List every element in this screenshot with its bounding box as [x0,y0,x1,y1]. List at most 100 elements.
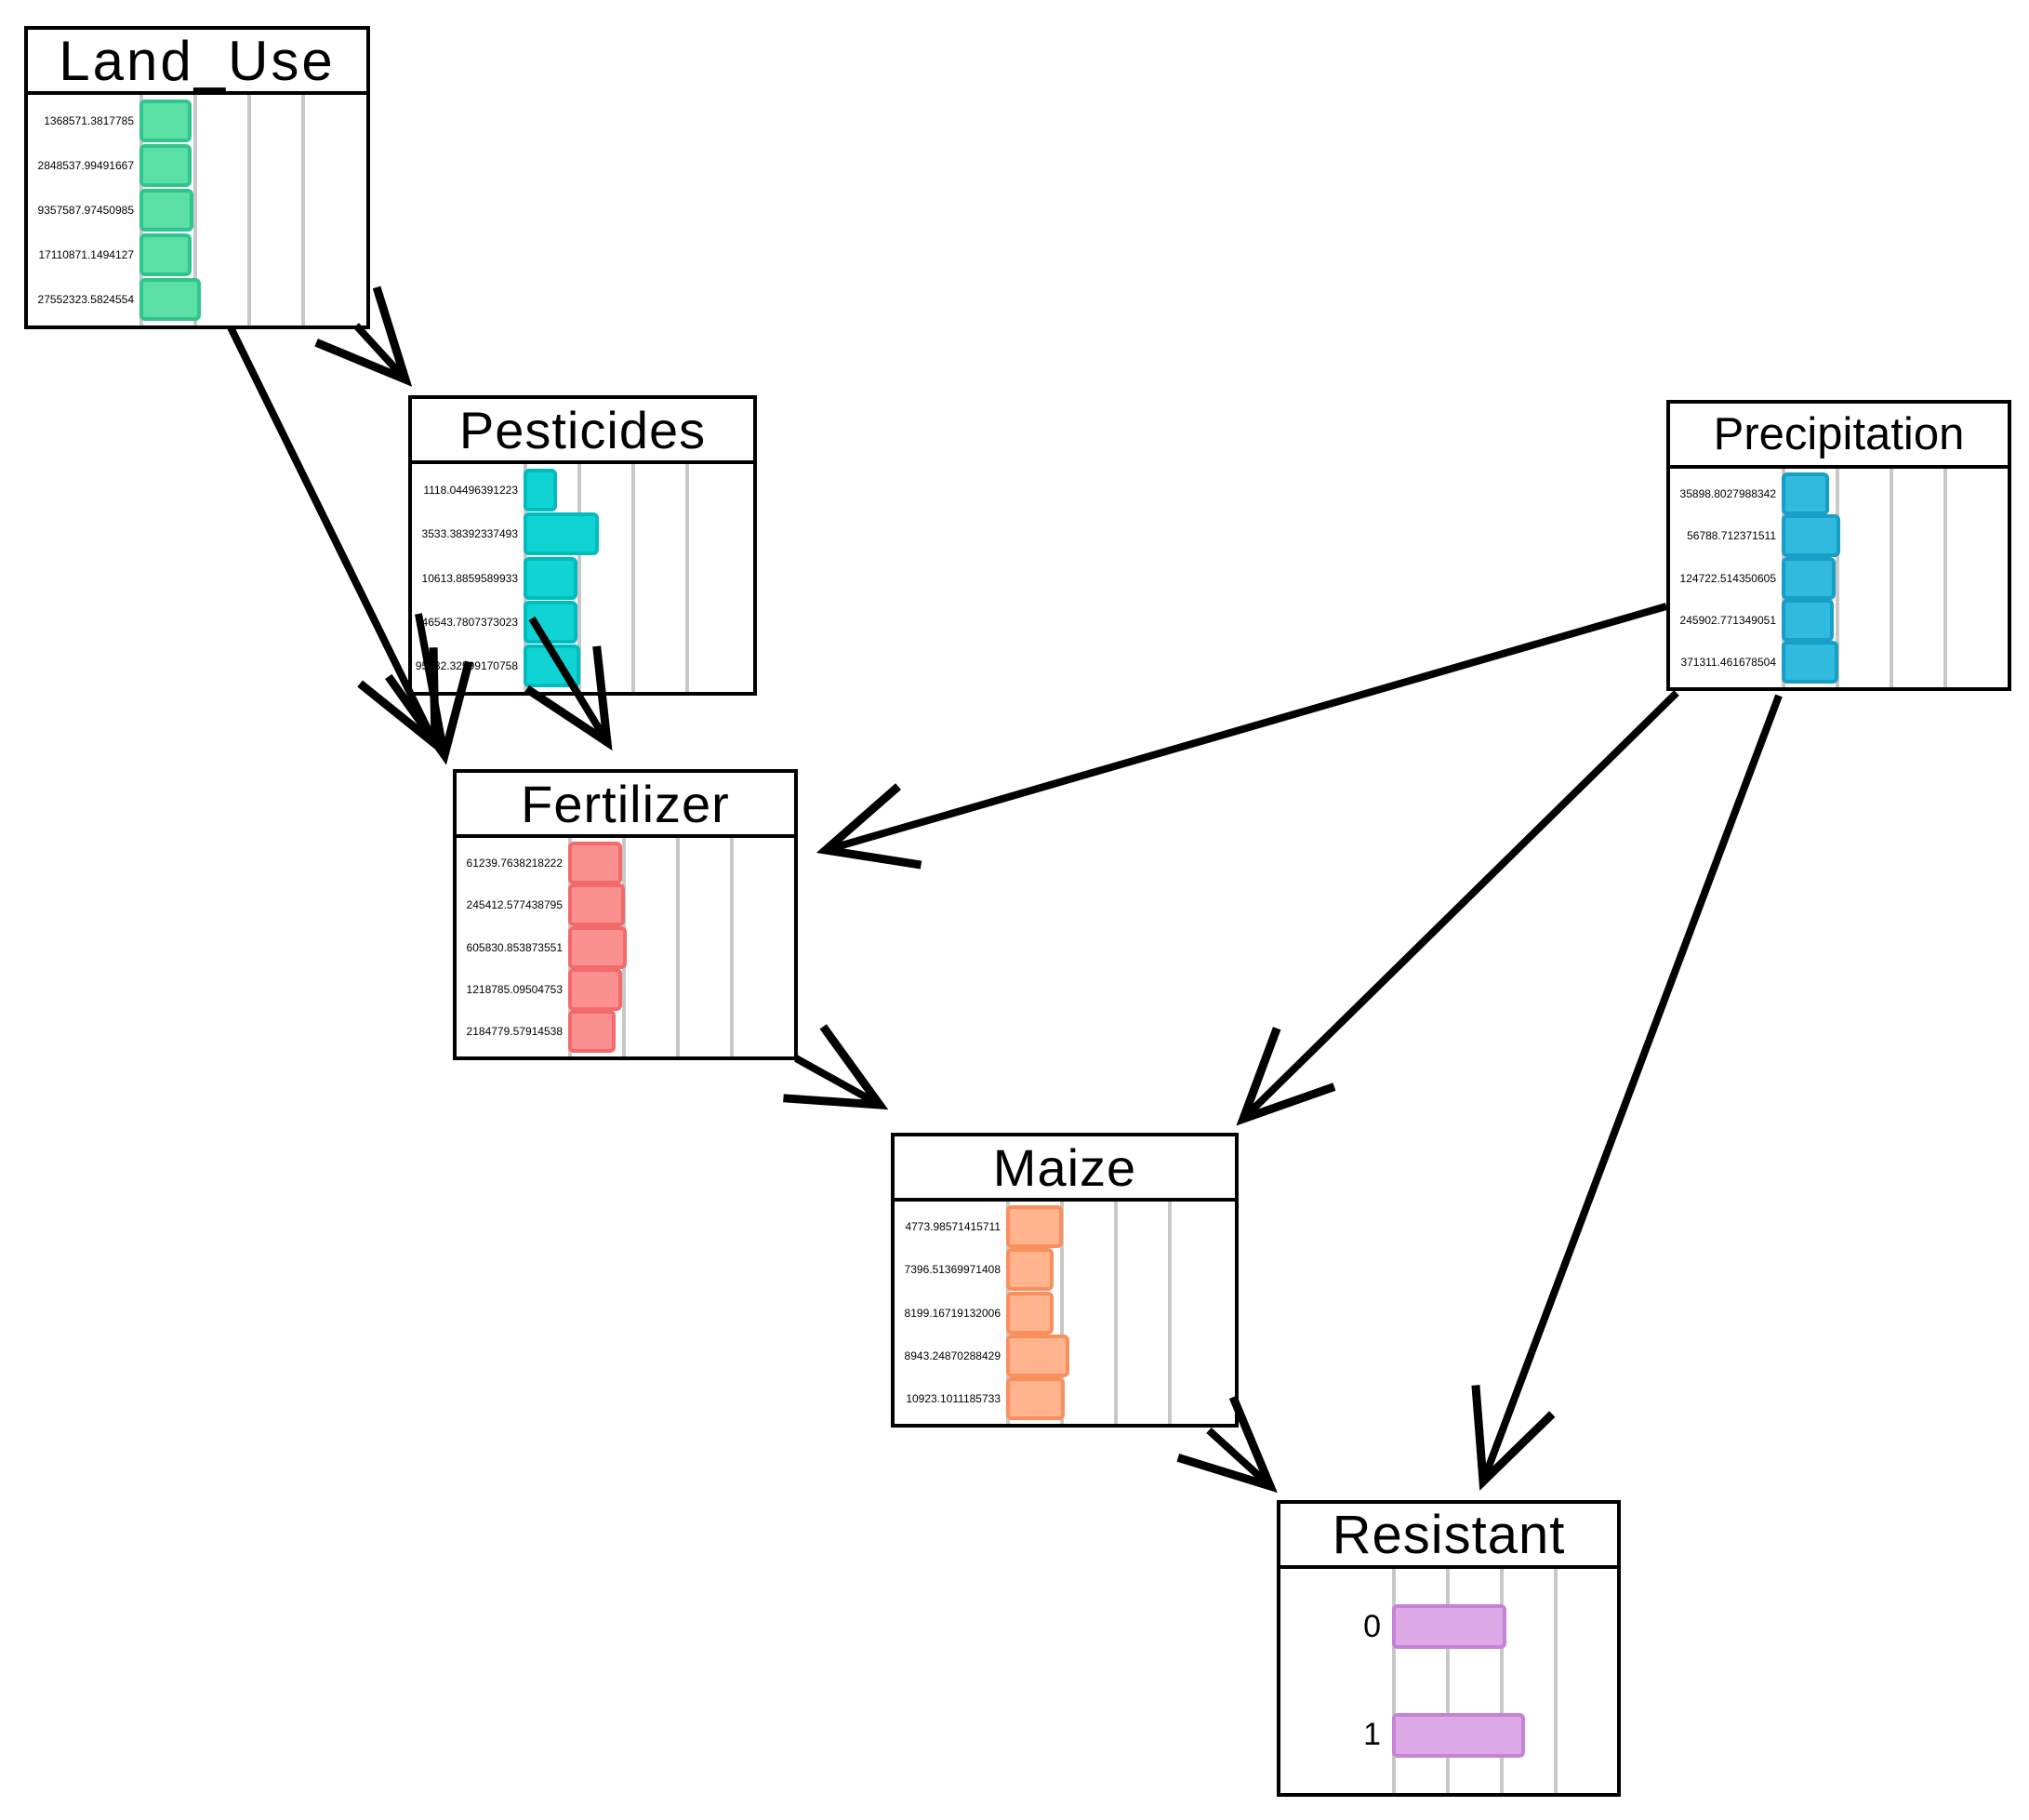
node-maize-histogram: 4773.98571415711 7396.51369971408 8199.167… [895,1202,1235,1424]
bin-label: 2848537.99491667 [37,159,134,172]
probability-bar [1006,1376,1065,1420]
probability-bar [1782,472,1829,515]
gridline [1446,1569,1450,1793]
bin-label: 1368571.3817785 [44,114,134,127]
node-maize-title: Maize [895,1136,1235,1202]
bin-label: 35898.8027988342 [1679,486,1776,500]
histogram-row: 371311.461678504 [1670,641,2008,684]
probability-bar [568,1010,616,1054]
node-maize: Maize 4773.98571415711 7396.51369971408 81… [891,1133,1239,1428]
histogram-row: 10613.8859589933 [412,556,753,600]
histogram-row: 35898.8027988342 [1670,472,2008,515]
probability-bar [568,925,627,969]
histogram-row: 56788.712371511 [1670,514,2008,558]
edge-land-use-to-fertilizer [227,325,440,753]
histogram-row: 95982.32599170758 [412,644,753,688]
probability-bar [139,278,201,321]
bin-label: 17110871.1494127 [38,248,134,261]
bin-label: 0 [1363,1608,1381,1644]
histogram-row: 9357587.97450985 [28,188,366,232]
bin-label: 46543.7807373023 [421,615,518,629]
bin-label: 245412.577438795 [466,898,563,912]
histogram-row: 7396.51369971408 [895,1248,1235,1292]
probability-bar [1782,556,1836,600]
node-fertilizer-title: Fertilizer [457,773,794,838]
edge-precipitation-to-resistant [1471,694,1783,1491]
edge-precipitation-to-maize [1236,690,1679,1126]
gridline [1060,1202,1064,1424]
gridline [1836,469,1839,687]
histogram-row: 61239.7638218222 [457,841,794,884]
bin-label: 9357587.97450985 [37,204,134,217]
probability-bar [1006,1248,1054,1292]
gridline [247,95,251,325]
probability-bar [1782,641,1838,684]
histogram-row: 2184779.57914538 [457,1010,794,1054]
probability-bar [568,841,622,884]
gridline [1943,469,1947,687]
gridline [1890,469,1893,687]
edge-maize-to-resistant [1176,1395,1278,1494]
gridline [577,464,581,692]
probability-bar [1006,1205,1063,1249]
gridline [676,838,680,1056]
probability-bar [1006,1334,1069,1377]
probability-bar [139,233,192,276]
histogram-row: 1118.04496391223 [412,468,753,511]
histogram-row: 1218785.09504753 [457,967,794,1011]
probability-bar [524,556,577,600]
bin-label: 1218785.09504753 [466,982,563,996]
bin-label: 3533.38392337493 [421,527,518,541]
probability-bar [1006,1291,1054,1335]
node-resistant-title: Resistant [1280,1504,1617,1569]
gridline [1168,1202,1172,1424]
bin-label: 8199.16719132006 [904,1306,1001,1320]
histogram-row: 10923.1011185733 [895,1376,1235,1420]
histogram-row: 1 [1280,1681,1617,1790]
histogram-row: 27552323.5824554 [28,277,366,322]
probability-bar [1782,514,1840,558]
histogram-row: 8199.16719132006 [895,1291,1235,1335]
gridline [631,464,635,692]
histogram-row: 1368571.3817785 [28,99,366,143]
probability-bar [524,468,557,511]
probability-bar [139,189,193,232]
edge-land-use-to-pesticides [314,286,413,387]
histogram-row: 3533.38392337493 [412,511,753,556]
histogram-row: 2848537.99491667 [28,143,366,188]
bin-label: 1 [1363,1717,1381,1753]
probability-bar [568,883,625,927]
probability-bar [524,512,599,556]
bin-label: 371311.461678504 [1680,656,1776,670]
probability-bar [568,967,622,1011]
gridline [1114,1202,1118,1424]
histogram-row: 4773.98571415711 [895,1205,1235,1249]
histogram-row: 245412.577438795 [457,883,794,927]
gridline [193,95,197,325]
probability-bar [139,144,192,187]
bin-label: 2184779.57914538 [466,1025,563,1039]
node-pesticides: Pesticides 1118.04496391223 3533.38392337… [408,395,757,696]
probability-bar [524,600,577,644]
node-pesticides-histogram: 1118.04496391223 3533.38392337493 10613.88… [412,464,753,692]
gridline [1554,1569,1558,1793]
gridline [685,464,689,692]
bin-label: 56788.712371511 [1687,529,1776,543]
bin-label: 4773.98571415711 [905,1220,1001,1234]
probability-bar [524,644,580,688]
node-pesticides-title: Pesticides [412,399,753,464]
gridline [730,838,734,1056]
histogram-row: 245902.771349051 [1670,598,2008,642]
probability-bar [139,100,192,142]
bin-label: 10923.1011185733 [906,1391,1001,1405]
gridline [301,95,305,325]
node-land-use-title: Land_Use [28,30,366,95]
node-precipitation-title: Precipitation [1670,404,2008,469]
gridline [1500,1569,1504,1793]
probability-bar [1392,1712,1525,1758]
gridline [1392,1569,1396,1793]
bin-label: 61239.7638218222 [466,856,563,870]
